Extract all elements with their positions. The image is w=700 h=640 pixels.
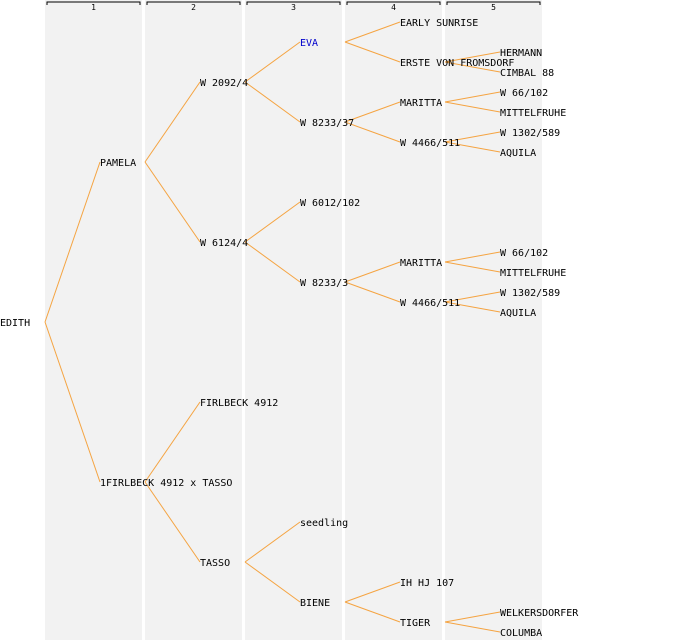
node-label: W 1302/589	[500, 128, 560, 139]
node-labels: EDITH PAMELA 1FIRLBECK 4912 x TASSO W 2092/…	[0, 18, 579, 639]
edge-n14-n21	[444, 51, 501, 63]
edge-n6-n11	[244, 521, 301, 563]
edge-n16-n26	[444, 141, 501, 153]
node-label: AQUILA	[500, 308, 536, 319]
node-label: W 6012/102	[300, 198, 360, 209]
node-label: W 6124/4	[200, 238, 248, 249]
node-label: W 1302/589	[500, 288, 560, 299]
edge-n0-n2	[44, 321, 101, 483]
generation-bracket-1	[46, 1, 141, 5]
node-label: MARITTA	[400, 98, 442, 109]
tree-edges	[44, 21, 501, 633]
edge-n1-n3	[144, 81, 201, 163]
generation-label-4: 4	[391, 3, 396, 12]
node-link-label[interactable]: EVA	[300, 38, 318, 49]
generation-column-1	[45, 0, 142, 640]
edge-n12-n19	[344, 581, 401, 603]
generation-header: 1 2 3 4 5	[46, 1, 541, 12]
generation-column-5	[445, 0, 542, 640]
node-label: EDITH	[0, 318, 30, 329]
edge-n2-n6	[144, 481, 201, 563]
edge-n4-n9	[244, 201, 301, 243]
generation-bracket-2	[146, 1, 241, 5]
node-label: seedling	[300, 518, 348, 529]
edge-n12-n20	[344, 601, 401, 623]
generation-column-3	[245, 0, 342, 640]
node-label: BIENE	[300, 598, 330, 609]
generation-label-2: 2	[191, 3, 196, 12]
edge-n3-n7	[244, 41, 301, 83]
node-label: MITTELFRUHE	[500, 108, 566, 119]
generation-label-5: 5	[491, 3, 496, 12]
node-label: W 8233/3	[300, 278, 348, 289]
generation-column-4	[345, 0, 442, 640]
edge-n20-n31	[444, 611, 501, 623]
node-label: W 8233/37	[300, 118, 354, 129]
node-label: W 4466/511	[400, 138, 460, 149]
node-label: IH HJ 107	[400, 578, 454, 589]
edge-n7-n14	[344, 41, 401, 63]
node-label: CIMBAL 88	[500, 68, 554, 79]
node-label: FIRLBECK 4912	[200, 398, 278, 409]
generation-column-2	[145, 0, 242, 640]
generation-bracket-4	[346, 1, 441, 5]
edge-n8-n16	[344, 121, 401, 143]
node-label: PAMELA	[100, 158, 136, 169]
edge-n10-n17	[344, 261, 401, 283]
generation-label-1: 1	[91, 3, 96, 12]
edge-n17-n28	[444, 261, 501, 273]
edge-n16-n25	[444, 131, 501, 143]
node-label: W 2092/4	[200, 78, 248, 89]
edge-n18-n29	[444, 291, 501, 303]
edge-n17-n27	[444, 251, 501, 263]
edge-n2-n5	[144, 401, 201, 483]
edge-n14-n22	[444, 61, 501, 73]
node-label: W 66/102	[500, 88, 548, 99]
node-label: MARITTA	[400, 258, 442, 269]
node-label: AQUILA	[500, 148, 536, 159]
edge-n8-n15	[344, 101, 401, 123]
edge-n0-n1	[44, 161, 101, 323]
edge-n6-n12	[244, 561, 301, 603]
node-label: TIGER	[400, 618, 431, 629]
node-label: 1FIRLBECK 4912 x TASSO	[100, 478, 232, 489]
node-label: MITTELFRUHE	[500, 268, 566, 279]
edge-n15-n24	[444, 101, 501, 113]
node-label: EARLY SUNRISE	[400, 18, 478, 29]
node-label: W 66/102	[500, 248, 548, 259]
edge-n1-n4	[144, 161, 201, 243]
node-label: W 4466/511	[400, 298, 460, 309]
generation-bracket-5	[446, 1, 541, 5]
generation-label-3: 3	[291, 3, 296, 12]
edge-n18-n30	[444, 301, 501, 313]
node-label: ERSTE VON FROMSDORF	[400, 58, 514, 69]
edge-n10-n18	[344, 281, 401, 303]
edge-n20-n32	[444, 621, 501, 633]
node-label: TASSO	[200, 558, 230, 569]
edge-n4-n10	[244, 241, 301, 283]
edge-n3-n8	[244, 81, 301, 123]
edge-n15-n23	[444, 91, 501, 103]
generation-bracket-3	[246, 1, 341, 5]
node-label: HERMANN	[500, 48, 542, 59]
edge-n7-n13	[344, 21, 401, 43]
node-label: WELKERSDORFER	[500, 608, 579, 619]
generation-columns	[45, 0, 542, 640]
node-label: COLUMBA	[500, 628, 542, 639]
